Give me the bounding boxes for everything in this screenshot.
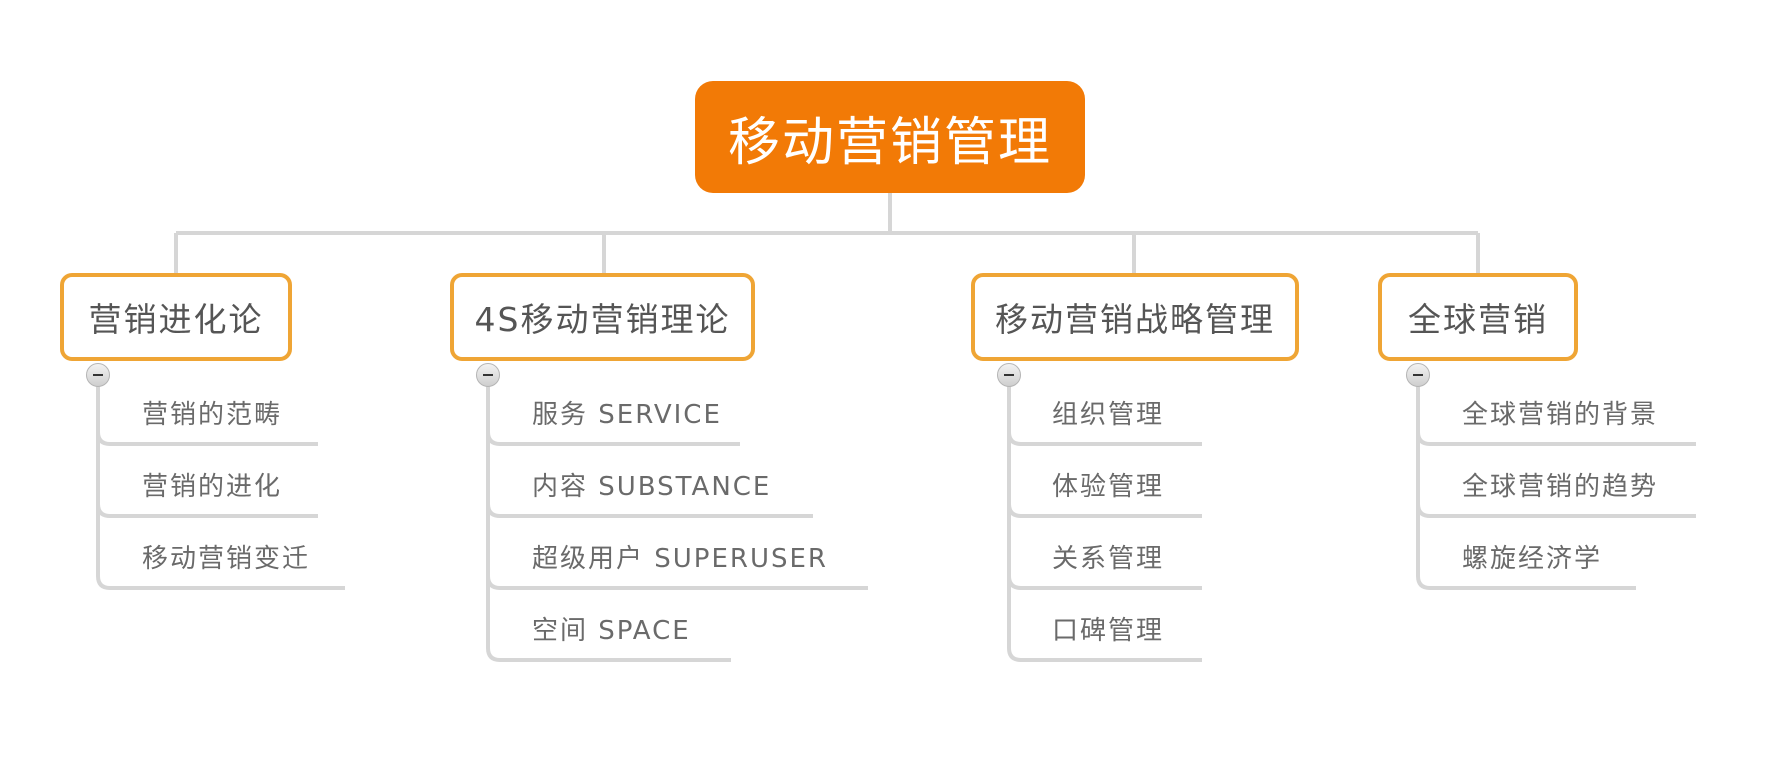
topic-global-marketing[interactable]: 全球营销 <box>1378 273 1578 361</box>
topic-strategy-management[interactable]: 移动营销战略管理 <box>971 273 1299 361</box>
leaf-node[interactable]: 移动营销变迁 <box>142 544 311 574</box>
leaf-node[interactable]: 超级用户 SUPERUSER <box>532 544 828 574</box>
leaf-node[interactable]: 螺旋经济学 <box>1462 544 1603 574</box>
leaf-node[interactable]: 口碑管理 <box>1052 616 1165 646</box>
leaf-node[interactable]: 关系管理 <box>1052 544 1165 574</box>
leaf-node[interactable]: 组织管理 <box>1052 400 1165 430</box>
leaf-node[interactable]: 全球营销的趋势 <box>1462 472 1659 502</box>
leaf-node[interactable]: 营销的进化 <box>142 472 283 502</box>
leaf-node[interactable]: 内容 SUBSTANCE <box>532 472 772 502</box>
collapse-toggle-icon[interactable] <box>997 363 1021 387</box>
collapse-toggle-icon[interactable] <box>476 363 500 387</box>
topic-4s-theory[interactable]: 4S移动营销理论 <box>450 273 755 361</box>
root-topic[interactable]: 移动营销管理 <box>695 81 1085 193</box>
leaf-node[interactable]: 体验管理 <box>1052 472 1165 502</box>
leaf-node[interactable]: 服务 SERVICE <box>532 400 722 430</box>
topic-marketing-evolution[interactable]: 营销进化论 <box>60 273 292 361</box>
leaf-node[interactable]: 全球营销的背景 <box>1462 400 1659 430</box>
leaf-node[interactable]: 营销的范畴 <box>142 400 283 430</box>
leaf-node[interactable]: 空间 SPACE <box>532 616 691 646</box>
collapse-toggle-icon[interactable] <box>86 363 110 387</box>
collapse-toggle-icon[interactable] <box>1406 363 1430 387</box>
